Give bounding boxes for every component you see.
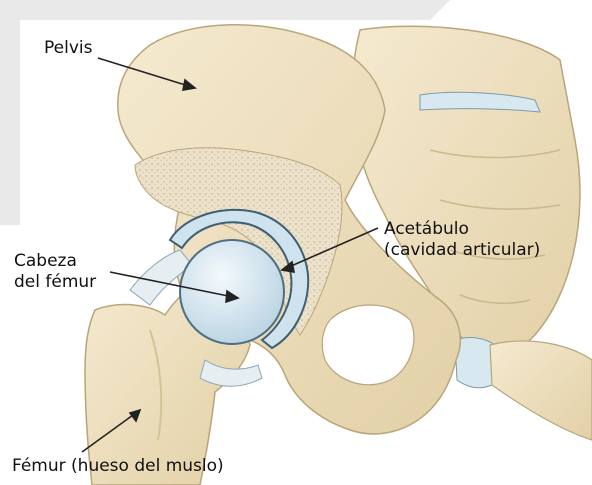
label-femur: Fémur (hueso del muslo) [12, 456, 224, 477]
pubic-symphysis [455, 338, 495, 388]
label-acetabulo-line1: Acetábulo [384, 219, 540, 240]
label-acetabulo: Acetábulo (cavidad articular) [384, 219, 540, 261]
label-cabeza-line1: Cabeza [14, 251, 96, 272]
pubic-bone [490, 341, 592, 440]
obturator-foramen [322, 305, 414, 385]
femoral-head [180, 240, 284, 344]
label-cabeza-line2: del fémur [14, 272, 96, 293]
label-pelvis: Pelvis [44, 38, 92, 59]
label-cabeza-femur: Cabeza del fémur [14, 251, 96, 293]
label-acetabulo-line2: (cavidad articular) [384, 240, 540, 261]
